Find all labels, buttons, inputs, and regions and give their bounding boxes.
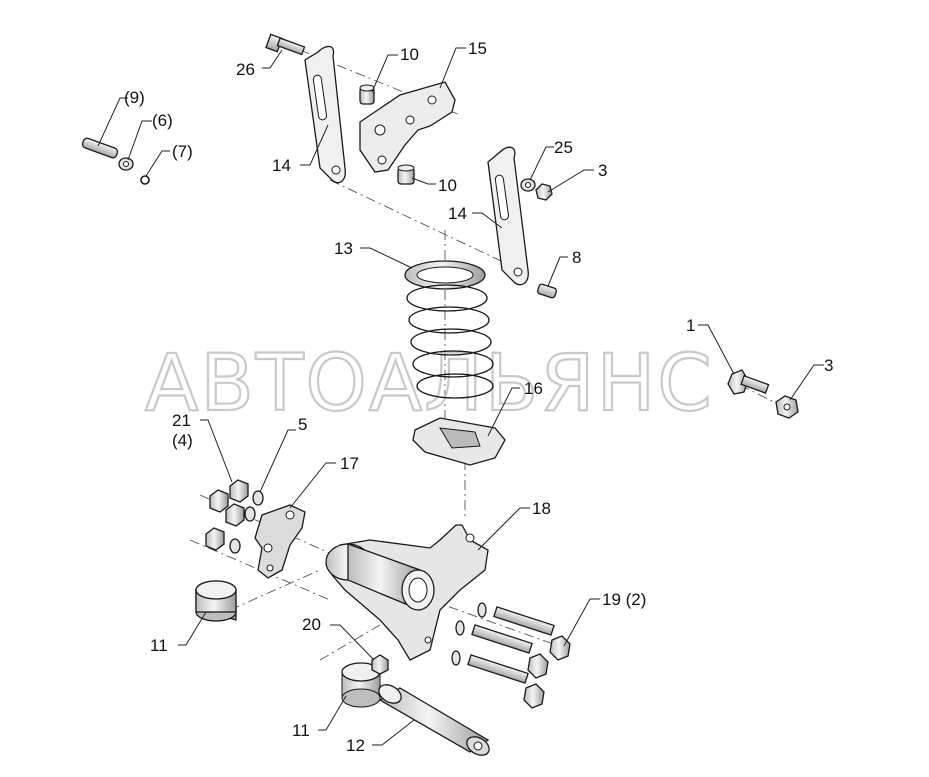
spring-seat-16 bbox=[412, 417, 506, 466]
callout-12: 12 bbox=[346, 736, 365, 755]
callout-5: 5 bbox=[298, 415, 307, 434]
callout-11-left: 11 bbox=[150, 636, 168, 655]
callout-18: 18 bbox=[532, 499, 551, 518]
bushing-10-bottom bbox=[397, 164, 415, 185]
callout-21: 21 bbox=[172, 411, 191, 430]
callout-14-right: 14 bbox=[448, 204, 467, 223]
callout-3-right: 3 bbox=[824, 356, 833, 375]
callout-7: (7) bbox=[172, 142, 193, 161]
bolt-1 bbox=[727, 369, 770, 395]
callout-15: 15 bbox=[468, 39, 487, 58]
callout-19: 19 (2) bbox=[602, 590, 646, 609]
callout-26: 26 bbox=[236, 60, 255, 79]
callout-25: 25 bbox=[554, 138, 573, 157]
bolts-19 bbox=[451, 602, 571, 709]
fitting-20 bbox=[371, 654, 389, 675]
pin-8 bbox=[537, 283, 557, 299]
callout-20: 20 bbox=[302, 615, 321, 634]
nut-3-right bbox=[775, 395, 799, 419]
callout-6: (6) bbox=[152, 111, 173, 130]
callout-10-bottom: 10 bbox=[438, 176, 457, 195]
bushing-10-top bbox=[359, 84, 375, 105]
bushing-11-bottom bbox=[341, 662, 381, 708]
nut-3-top bbox=[535, 183, 553, 201]
callout-1: 1 bbox=[686, 316, 695, 335]
callout-14-left: 14 bbox=[272, 156, 291, 175]
plate-15 bbox=[359, 81, 456, 173]
callout-9: (9) bbox=[124, 88, 145, 107]
washers-5 bbox=[229, 490, 264, 554]
washer-25 bbox=[520, 178, 536, 192]
callout-8: 8 bbox=[572, 248, 581, 267]
spring-13 bbox=[404, 260, 494, 399]
bracket-17 bbox=[254, 504, 306, 579]
callout-16: 16 bbox=[524, 379, 543, 398]
callout-3-top: 3 bbox=[598, 161, 607, 180]
callout-10-top: 10 bbox=[400, 45, 419, 64]
housing-18 bbox=[325, 524, 489, 661]
ring-7 bbox=[140, 175, 150, 185]
callout-17: 17 bbox=[340, 454, 359, 473]
nuts-21 bbox=[205, 479, 249, 551]
callout-21-qty: (4) bbox=[172, 431, 193, 450]
callout-13: 13 bbox=[334, 239, 353, 258]
arm-14-left bbox=[304, 45, 346, 184]
washer-6 bbox=[118, 157, 134, 171]
callout-11-bottom: 11 bbox=[292, 721, 310, 740]
bushing-11-left bbox=[195, 580, 237, 622]
leader-lines bbox=[97, 47, 824, 746]
bolt-26 bbox=[265, 33, 306, 56]
axle-12 bbox=[378, 684, 490, 756]
arm-14-right bbox=[487, 146, 529, 286]
callout-labels: 26 10 15 (9) (6) (7) 14 10 25 3 14 13 8 … bbox=[124, 39, 833, 755]
pin-9 bbox=[81, 137, 119, 159]
